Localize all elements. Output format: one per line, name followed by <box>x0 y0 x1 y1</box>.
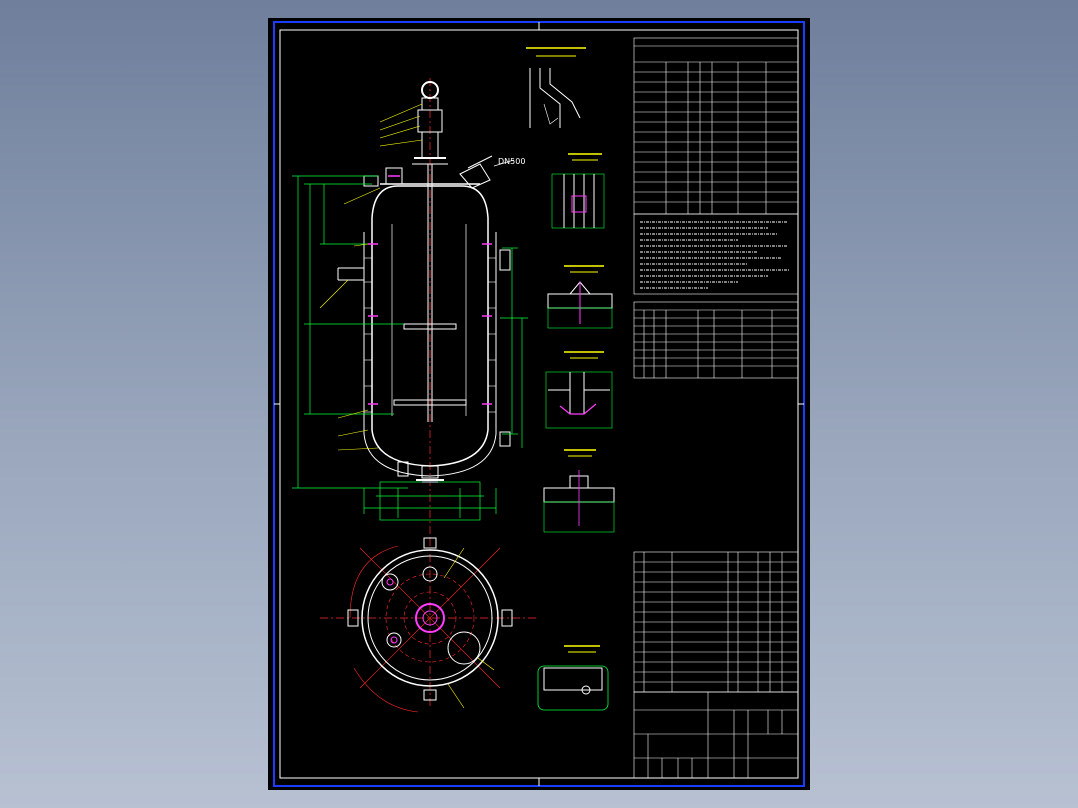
nozzle-dn500-label: DN500 <box>498 157 525 166</box>
sight-glass <box>363 175 379 187</box>
plan-nozzle <box>381 573 399 591</box>
vessel-plan-view <box>320 537 538 713</box>
side-nozzle-upper <box>499 249 511 271</box>
vessel-elevation: DN500 <box>292 78 528 538</box>
support-lug-top <box>423 537 437 549</box>
plan-nozzle <box>422 566 438 582</box>
center-drive-flange <box>415 603 445 633</box>
plan-arc <box>353 667 419 713</box>
detail-4 <box>545 351 613 429</box>
dimension-lines <box>292 175 528 521</box>
leader-lines <box>319 103 423 451</box>
lower-impeller <box>393 399 467 406</box>
design-data-table <box>633 37 799 215</box>
support-lug-left <box>347 609 359 627</box>
manhole <box>447 631 481 665</box>
detail-views <box>526 47 615 711</box>
support-lug-bottom <box>423 689 437 701</box>
plan-leaders <box>443 547 495 709</box>
detail-2 <box>551 153 605 229</box>
technical-requirements <box>633 213 799 295</box>
nozzle-flange <box>467 155 493 169</box>
bottom-outlet <box>421 465 439 479</box>
upper-impeller <box>403 323 457 330</box>
jacket-circle <box>361 549 499 687</box>
shell-circle <box>367 555 493 681</box>
bottom-nozzle <box>397 461 409 477</box>
side-nozzle-lower <box>499 431 511 447</box>
nozzle-dn500 <box>459 163 491 189</box>
nozzle-table <box>633 301 799 379</box>
title-block <box>633 691 799 779</box>
plan-arc <box>349 545 399 619</box>
plan-nozzle <box>386 632 402 648</box>
nozzle-top-left <box>385 167 403 185</box>
plan-diagonal <box>359 547 501 689</box>
plan-nozzle-bore <box>390 636 398 644</box>
parts-list <box>633 551 799 693</box>
detail-6 <box>537 645 609 711</box>
bolt-circle <box>385 573 475 663</box>
jacket-inlet <box>337 267 364 281</box>
dn500-leader <box>493 159 515 167</box>
jacket-bottom <box>363 433 497 477</box>
top-head <box>371 185 489 219</box>
center-shaft <box>422 610 438 626</box>
cad-drawing: DN500 <box>273 21 805 787</box>
support-lug-right <box>501 609 513 627</box>
drawing-sheet: DN500 <box>268 18 810 790</box>
inner-bolt-circle <box>403 591 457 645</box>
detail-3 <box>547 265 613 329</box>
jacket-baffles <box>364 257 496 413</box>
outer-frame <box>273 21 805 787</box>
detail-1 <box>526 47 586 128</box>
plan-nozzle-bore <box>386 578 394 586</box>
detail-5 <box>543 449 615 533</box>
